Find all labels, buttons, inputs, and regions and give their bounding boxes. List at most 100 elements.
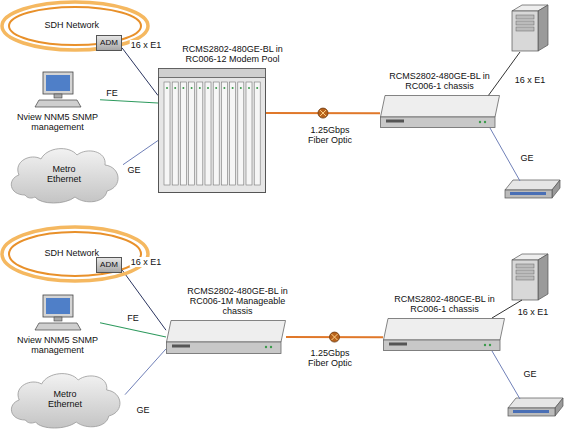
card-slot (205, 82, 211, 185)
switch-front (508, 408, 555, 416)
device-chassis: RCMS2802-480GE-BL in RC006-1 chassis (383, 318, 505, 351)
keyboard (35, 100, 81, 107)
chassis-led (265, 346, 267, 348)
node-text: ADM (100, 38, 118, 48)
switch-front (505, 190, 552, 198)
modem-pool-chassis: RCMS2802-480GE-BL in RC006-12 Modem Pool (158, 68, 266, 193)
port-label: 16 x E1 (514, 75, 547, 85)
chassis-top (381, 96, 500, 118)
node-text: SDH Network (44, 20, 99, 30)
chassis-led (489, 344, 491, 346)
chassis-shape (383, 318, 505, 351)
connector (122, 48, 158, 96)
e1-wire (488, 52, 520, 96)
node-text: RCMS2802-480GE-BL in RC006-1M Manageable… (180, 286, 295, 316)
network-cloud: Metro Ethernet (5, 143, 123, 205)
inner-ring (9, 232, 141, 276)
outer-ring (2, 227, 148, 281)
card-slot (180, 82, 186, 185)
monitor (43, 295, 73, 317)
card-led (215, 87, 217, 89)
switch-icon (505, 180, 560, 198)
edge-label: 16 x E1 (130, 40, 163, 50)
computer-icon (15, 293, 100, 333)
chassis-front (384, 340, 501, 351)
server-bay (516, 21, 534, 25)
chassis-top (167, 321, 286, 343)
switch-ports (513, 410, 549, 413)
node-text: Nview NNM5 SNMP management (15, 335, 100, 355)
chassis-shape (166, 320, 286, 354)
edge-label: 16 x E1 (130, 257, 163, 267)
port-label: GE (519, 153, 534, 163)
chassis-logo (172, 345, 190, 348)
rack-top (159, 69, 266, 78)
node-text: SDH Network (44, 248, 99, 258)
connector (123, 141, 158, 165)
card-slot (172, 82, 178, 185)
switch-side (552, 180, 560, 198)
cloud-outline (11, 374, 120, 428)
card-slot (189, 82, 195, 185)
rack-body (159, 69, 266, 193)
switch-top (508, 398, 563, 408)
chassis-led (479, 121, 481, 123)
chassis-front (381, 117, 496, 128)
edge-label: 1.25Gbps Fiber Optic (299, 348, 361, 368)
fiber-icon (318, 108, 328, 118)
node-text: Metro Ethernet (41, 164, 87, 184)
switch-top (505, 180, 560, 190)
server-icon (512, 254, 548, 300)
node-text: ADM (100, 260, 118, 270)
server-bay (516, 27, 534, 31)
outer-ring (2, 2, 148, 50)
fiber-icon (330, 332, 340, 342)
network-cloud: Metro Ethernet (5, 368, 125, 430)
chassis-logo (389, 343, 407, 346)
card-slot (238, 82, 244, 185)
node-text: RCMS2802-480GE-BL in RC006-1 chassis (382, 71, 497, 91)
ge-wire (492, 351, 520, 399)
server-side (538, 254, 548, 300)
server-icon (512, 5, 548, 51)
server-bay (516, 276, 534, 280)
server-bay (516, 270, 534, 274)
connector (125, 349, 166, 395)
fiber-mark (332, 334, 338, 340)
server-bay (516, 15, 534, 19)
card-led (256, 87, 258, 89)
screen (46, 298, 70, 314)
screen (46, 75, 70, 91)
switch-side (555, 398, 563, 416)
keyboard (35, 323, 81, 330)
card-led (182, 87, 184, 89)
network-ring: SDH Network (0, 0, 150, 52)
computer-icon (15, 70, 100, 110)
monitor (43, 72, 73, 94)
device-chassis: RCMS2802-480GE-BL in RC006-1 chassis (380, 95, 500, 128)
chassis-top (384, 319, 505, 341)
fiber-spool (318, 108, 328, 118)
card-slot (221, 82, 227, 185)
edge-label: GE (126, 165, 141, 175)
chassis-led (484, 344, 486, 346)
server-side (538, 5, 548, 51)
card-led (240, 87, 242, 89)
monitor-stand (54, 94, 62, 98)
chassis-front (167, 342, 282, 354)
card-slot (230, 82, 236, 185)
card-led (232, 87, 234, 89)
network-ring: SDH Network (0, 225, 150, 283)
node-text: Metro Ethernet (42, 389, 88, 409)
card-led (223, 87, 225, 89)
chassis-led (270, 346, 272, 348)
chassis-shape (380, 95, 500, 128)
adm-box: ADM (96, 35, 122, 51)
card-slot (246, 82, 252, 185)
card-led (199, 87, 201, 89)
management-pc: Nview NNM5 SNMP management (15, 70, 100, 132)
edge-label: FE (105, 88, 119, 98)
